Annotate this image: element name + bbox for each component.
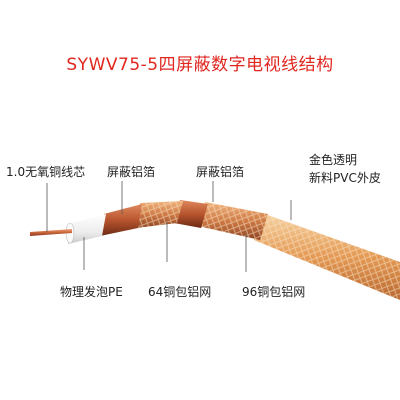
copper-conductor bbox=[30, 229, 72, 236]
diagram-title: SYWV75-5四屏蔽数字电视线结构 bbox=[66, 55, 334, 75]
label-jacket-line2: 新料PVC外皮 bbox=[309, 171, 381, 185]
pe-dielectric bbox=[68, 214, 106, 244]
leader-lines bbox=[46, 181, 292, 272]
label-foil-2: 屏蔽铝箔 bbox=[196, 165, 245, 179]
label-dielectric: 物理发泡PE bbox=[60, 285, 123, 299]
label-jacket-line1: 金色透明 bbox=[309, 153, 358, 167]
foil-layer-1 bbox=[100, 204, 142, 236]
label-foil-1: 屏蔽铝箔 bbox=[107, 165, 156, 179]
foil-layer-2 bbox=[174, 200, 208, 228]
label-conductor: 1.0无氧铜线芯 bbox=[6, 165, 86, 179]
label-braid-64: 64铜包铝网 bbox=[148, 285, 212, 299]
label-braid-96: 96铜包铝网 bbox=[242, 285, 306, 299]
